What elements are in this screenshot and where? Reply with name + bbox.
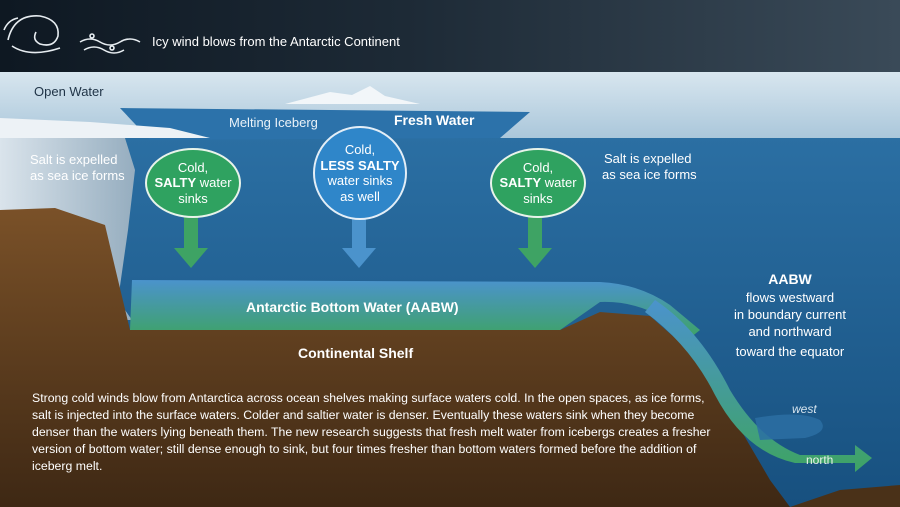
sea-ice-left bbox=[0, 118, 210, 138]
bubble-right-rest: water bbox=[541, 175, 577, 191]
bubble-salty-right: Cold, SALTY water sinks bbox=[490, 148, 586, 218]
caption-paragraph: Strong cold winds blow from Antarctica a… bbox=[32, 391, 711, 473]
bubble-right-bold: SALTY bbox=[499, 175, 542, 191]
salt-expelled-right-line2: as sea ice forms bbox=[602, 167, 697, 182]
sink-arrow-right bbox=[518, 214, 552, 268]
deep-seabed bbox=[790, 485, 900, 507]
continental-shelf-label: Continental Shelf bbox=[298, 345, 414, 361]
west-label: west bbox=[792, 402, 817, 416]
seabed bbox=[0, 208, 790, 507]
bubble-left-rest: water bbox=[196, 175, 232, 191]
bubble-right-line1: Cold, bbox=[522, 159, 554, 175]
aabw-band-label: Antarctic Bottom Water (AABW) bbox=[246, 299, 459, 315]
north-label: north bbox=[806, 453, 834, 467]
salt-expelled-right-line1: Salt is expelled bbox=[604, 151, 692, 166]
bubble-left-bold: SALTY bbox=[154, 175, 197, 191]
bubble-left-line3: sinks bbox=[178, 190, 208, 206]
fresh-water-lens bbox=[120, 108, 530, 140]
bubble-center-line4: as well bbox=[340, 188, 380, 204]
salt-expelled-left-line1: Salt is expelled bbox=[30, 152, 118, 167]
aabw-note-line3: and northward bbox=[748, 324, 832, 339]
bubble-center-line3: water sinks bbox=[327, 173, 393, 188]
melting-iceberg-label: Melting Iceberg bbox=[229, 115, 318, 130]
aabw-note-title: AABW bbox=[768, 271, 812, 287]
aabw-note-line4: toward the equator bbox=[735, 344, 845, 359]
aabw-band bbox=[130, 280, 700, 338]
bubble-left-line1: Cold, bbox=[177, 159, 209, 175]
header-text: Icy wind blows from the Antarctic Contin… bbox=[152, 34, 400, 49]
aabw-note-line2: in boundary current bbox=[733, 307, 846, 322]
bubble-right-line3: sinks bbox=[523, 190, 553, 206]
bubble-center-line1: Cold, bbox=[344, 142, 376, 157]
salt-expelled-left-line2: as sea ice forms bbox=[30, 168, 125, 183]
bubble-less-salty-center: Cold, LESS SALTY water sinks as well bbox=[313, 126, 407, 220]
bubble-center-bold: LESS SALTY bbox=[320, 157, 400, 173]
sink-arrow-center bbox=[342, 214, 376, 268]
wind-swirl-icon bbox=[3, 15, 141, 54]
aabw-descending-flow bbox=[645, 300, 872, 472]
open-water-label: Open Water bbox=[34, 84, 104, 99]
aabw-note-line1: flows westward bbox=[745, 290, 835, 305]
bubble-salty-left: Cold, SALTY water sinks bbox=[145, 148, 241, 218]
sky bbox=[0, 0, 900, 75]
sink-arrow-left bbox=[174, 214, 208, 268]
fresh-water-label: Fresh Water bbox=[394, 112, 475, 128]
melting-iceberg bbox=[285, 86, 420, 104]
west-flow-loop bbox=[755, 414, 823, 440]
